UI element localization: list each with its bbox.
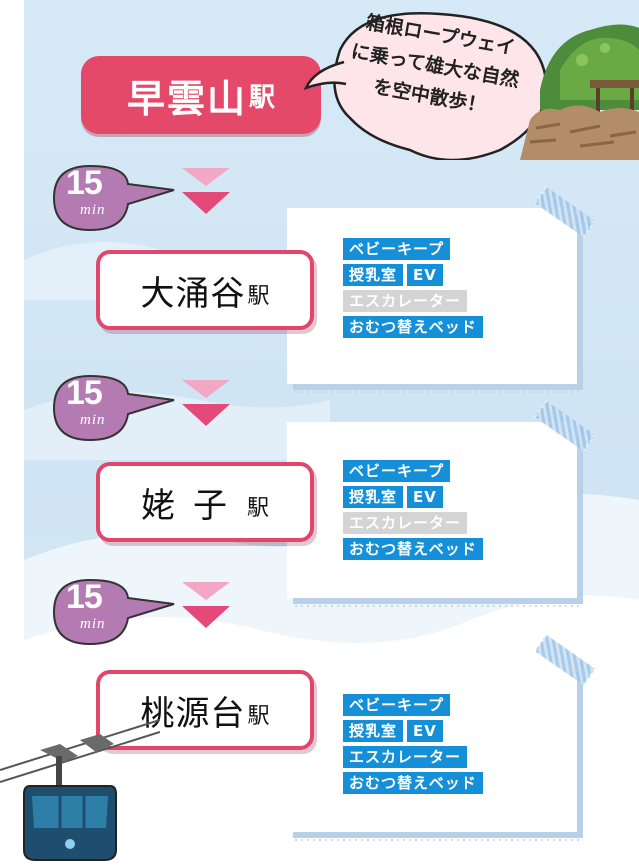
facility-tags: ベビーキープ 授乳室 EV エスカレーター おむつ替えベッド xyxy=(343,238,483,342)
start-station-plate: 早雲山 駅 xyxy=(81,56,321,134)
tag-baby-keep: ベビーキープ xyxy=(343,238,451,260)
mountain-scenery-icon xyxy=(520,24,639,160)
tag-diaper-bed: おむつ替えベッド xyxy=(343,772,483,794)
facility-tags: ベビーキープ 授乳室 EV エスカレーター おむつ替えベッド xyxy=(343,694,483,798)
tag-ev: EV xyxy=(407,720,443,742)
tape-decoration xyxy=(534,186,596,238)
tag-diaper-bed: おむつ替えベッド xyxy=(343,538,483,560)
station-suffix: 駅 xyxy=(247,284,270,309)
travel-time-unit: min xyxy=(80,616,106,632)
tag-escalator-unavailable: エスカレーター xyxy=(343,290,468,312)
station-name: 姥子 xyxy=(140,485,245,526)
travel-time-unit: min xyxy=(80,412,106,428)
travel-time-number: 15 xyxy=(66,164,103,202)
tag-escalator-unavailable: エスカレーター xyxy=(343,512,468,534)
travel-time-badge-3: 15 min xyxy=(46,572,216,662)
travel-time-unit: min xyxy=(80,202,106,218)
tag-escalator: エスカレーター xyxy=(343,746,468,768)
tag-ev: EV xyxy=(407,486,443,508)
speech-bubble: 箱根ロープウェイ に乗って雄大な自然 を空中散歩！ xyxy=(300,0,560,160)
tape-decoration xyxy=(534,634,596,686)
dotted-shadow xyxy=(293,604,583,608)
ropeway-gondola-icon xyxy=(0,719,160,861)
left-margin xyxy=(0,0,24,865)
dotted-shadow xyxy=(293,838,583,842)
down-arrow-icon xyxy=(182,380,230,426)
station-name: 大涌谷 xyxy=(140,273,246,314)
time-bubble-shape xyxy=(52,164,175,232)
station-suffix: 駅 xyxy=(247,704,270,729)
time-bubble-shape xyxy=(52,374,175,442)
facility-card-togendai: ベビーキープ 授乳室 EV エスカレーター おむつ替えベッド xyxy=(287,634,596,842)
station-plate-togendai: 桃源台 駅 xyxy=(96,670,314,750)
tag-ev: EV xyxy=(407,264,443,286)
travel-time-badge-1: 15 min xyxy=(46,158,216,248)
dotted-shadow xyxy=(293,390,583,394)
down-arrow-icon xyxy=(182,168,230,214)
tape-decoration xyxy=(534,400,596,452)
down-arrow-icon xyxy=(182,582,230,628)
tag-baby-keep: ベビーキープ xyxy=(343,694,451,716)
travel-time-number: 15 xyxy=(66,578,103,616)
facility-tags: ベビーキープ 授乳室 EV エスカレーター おむつ替えベッド xyxy=(343,460,483,564)
tag-diaper-bed: おむつ替えベッド xyxy=(343,316,483,338)
tag-nursing-room: 授乳室 xyxy=(343,264,404,286)
tag-nursing-room: 授乳室 xyxy=(343,486,404,508)
facility-card-ubako: ベビーキープ 授乳室 EV エスカレーター おむつ替えベッド xyxy=(287,400,596,608)
station-name: 桃源台 xyxy=(140,693,246,734)
time-bubble-shape xyxy=(52,578,175,646)
tag-baby-keep: ベビーキープ xyxy=(343,460,451,482)
travel-time-number: 15 xyxy=(66,374,103,412)
start-station-name: 早雲山 xyxy=(126,76,247,121)
tag-nursing-room: 授乳室 xyxy=(343,720,404,742)
station-plate-owakudani: 大涌谷 駅 xyxy=(96,250,314,330)
start-station-suffix: 駅 xyxy=(249,82,276,113)
station-plate-ubako: 姥子 駅 xyxy=(96,462,314,542)
speech-bubble-icon xyxy=(303,12,548,160)
travel-time-badge-2: 15 min xyxy=(46,368,216,458)
station-suffix: 駅 xyxy=(246,496,269,521)
facility-card-owakudani: ベビーキープ 授乳室 EV エスカレーター おむつ替えベッド xyxy=(287,186,596,394)
